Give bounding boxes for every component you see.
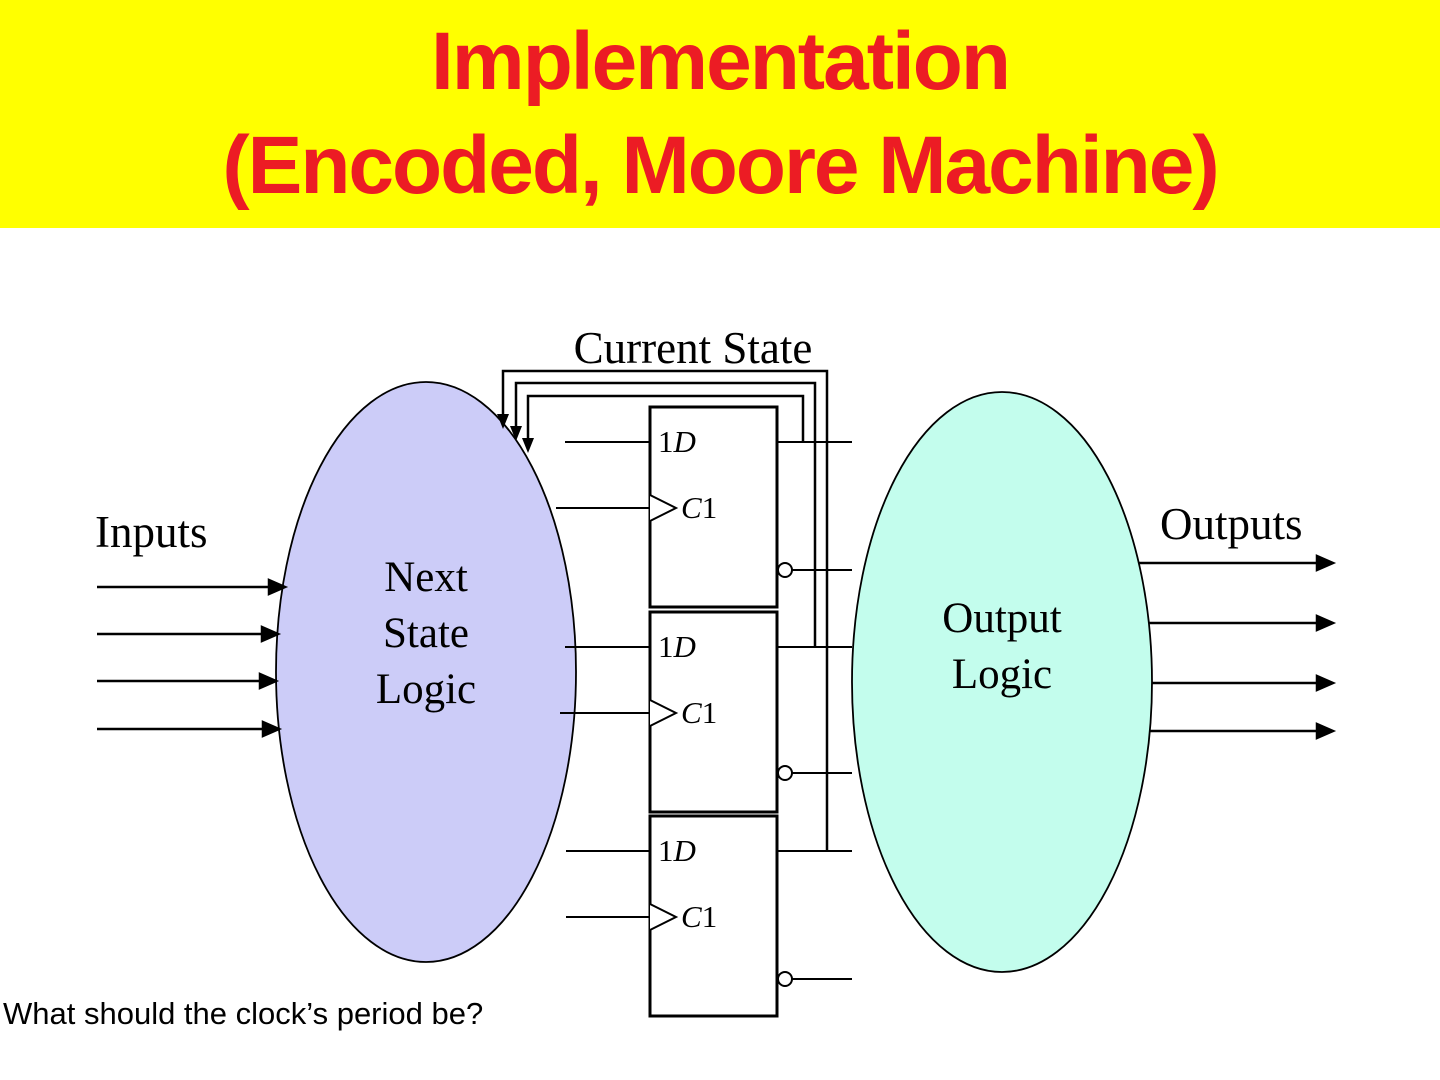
ff1-d-prefix: 1	[658, 424, 674, 459]
feedback-arrowhead	[510, 426, 522, 441]
output-arrowhead	[1315, 722, 1337, 740]
output-arrowhead	[1315, 554, 1337, 572]
ff2-clock-input-label: C1	[681, 697, 717, 728]
ff3-d-letter: D	[673, 833, 696, 868]
next-state-logic-label-line3: Logic	[375, 666, 477, 713]
input-arrowhead	[258, 672, 280, 690]
page-title: Implementation	[431, 16, 1011, 107]
output-logic-label-line1: Output	[942, 595, 1062, 642]
ff3-d-prefix: 1	[658, 833, 674, 868]
ff2-d-letter: D	[673, 629, 696, 664]
input-arrowhead	[260, 625, 282, 643]
feedback-arrowheads	[497, 414, 534, 453]
next-state-logic-label-line2: State	[383, 610, 469, 657]
ff2-d-prefix: 1	[658, 629, 674, 664]
ff2-q-inverted-bubble	[777, 765, 793, 781]
ff3-c-suffix: 1	[701, 899, 718, 934]
ff1-d-input-label: 1D	[658, 426, 696, 457]
feedback-wire-inner	[526, 394, 805, 445]
ff2-d-input-label: 1D	[658, 631, 696, 662]
ff2-c-suffix: 1	[701, 695, 718, 730]
input-arrowhead	[267, 578, 289, 596]
ff1-d-letter: D	[673, 424, 696, 459]
current-state-label: Current State	[573, 323, 813, 373]
header-band: Implementation (Encoded, Moore Machine)	[0, 0, 1440, 228]
feedback-arrowhead	[522, 438, 534, 453]
output-arrows	[1139, 554, 1337, 740]
output-arrowhead	[1315, 614, 1337, 632]
ff1-clock-triangle-icon	[649, 494, 679, 522]
ff3-c-letter: C	[681, 899, 702, 934]
input-arrows	[97, 578, 289, 738]
next-state-logic-label-line1: Next	[384, 554, 468, 601]
ff1-q-inverted-bubble	[777, 562, 793, 578]
ff3-d-input-label: 1D	[658, 835, 696, 866]
ff3-clock-input-label: C1	[681, 901, 717, 932]
ff2-clock-triangle-icon	[649, 699, 679, 727]
flip-flop-3	[566, 814, 852, 1018]
ff3-q-inverted-bubble	[777, 971, 793, 987]
output-logic-label-line2: Logic	[951, 651, 1053, 698]
ff2-c-letter: C	[681, 695, 702, 730]
ff1-clock-input-label: C1	[681, 492, 717, 523]
ff3-clock-triangle-icon	[649, 903, 679, 931]
page-subtitle: (Encoded, Moore Machine)	[222, 120, 1219, 211]
ff1-c-letter: C	[681, 490, 702, 525]
inputs-label: Inputs	[95, 507, 208, 557]
outputs-label: Outputs	[1160, 499, 1303, 549]
feedback-wires	[501, 369, 829, 851]
flip-flop-1	[556, 405, 852, 609]
flip-flop-2	[560, 610, 852, 814]
output-arrowhead	[1315, 674, 1337, 692]
ff1-c-suffix: 1	[701, 490, 718, 525]
question-text: What should the clock’s period be?	[3, 996, 484, 1031]
feedback-wire-outer	[501, 369, 829, 851]
next-state-logic-ellipse	[275, 381, 577, 963]
feedback-wire-middle	[514, 381, 817, 647]
feedback-arrowhead	[497, 414, 509, 429]
input-arrowhead	[261, 720, 283, 738]
